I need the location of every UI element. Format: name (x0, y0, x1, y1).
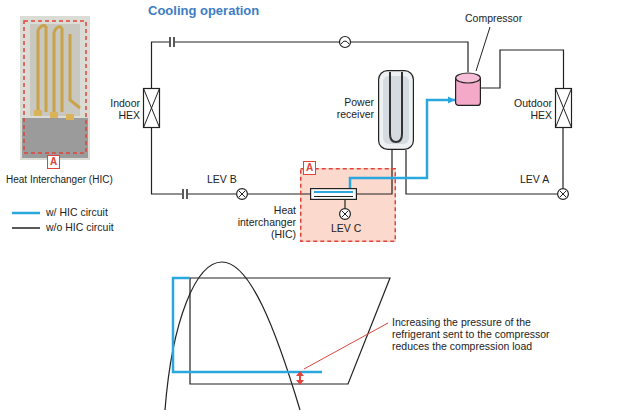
compressor-symbol (455, 72, 481, 106)
component-label: LEV A (520, 173, 549, 185)
expansion-valve: LEV B (205, 172, 255, 202)
hex-symbol (555, 88, 572, 128)
diagram-title: Cooling operation (148, 4, 259, 19)
pipe-connector (563, 128, 564, 188)
photo-fittings (34, 110, 74, 120)
pipe-connector (345, 200, 346, 208)
photo-ground (20, 16, 90, 160)
saturation-dome (165, 262, 300, 410)
legend-sample (12, 227, 40, 229)
flare-joint (182, 189, 188, 199)
photo-pipes (38, 26, 80, 113)
expansion-valve: LEV C (338, 208, 378, 236)
lev-symbol (339, 208, 351, 220)
pipe-connector (406, 150, 557, 194)
component-label: Heat interchanger (HIC) (232, 204, 296, 240)
leader-line (476, 27, 490, 71)
hex-symbol (143, 88, 160, 128)
lev-symbol (236, 188, 248, 200)
component-label: Indoor HEX (100, 97, 140, 121)
four-way-valve (340, 37, 351, 48)
compressor: Compressor (450, 10, 530, 110)
cycle-without-hic (190, 278, 390, 384)
component-label: Outdoor HEX (500, 97, 552, 121)
legend-label: w/ HIC circuit (46, 206, 108, 218)
pressure-arrow (296, 371, 304, 385)
pipe-connector (357, 150, 392, 194)
photo-base (22, 118, 88, 158)
legend-sample (12, 212, 40, 215)
heat-exchanger: Outdoor HEX (500, 86, 575, 130)
callout-letter: A (47, 155, 60, 169)
pipe-connector (481, 50, 564, 88)
photo-panel (30, 24, 80, 116)
receiver-symbol (378, 70, 414, 150)
component-label: LEV C (331, 222, 361, 234)
highlight-region: AHeat interchanger (HIC)LEV C (300, 168, 396, 242)
photo-frame (24, 21, 86, 153)
heat-interchanger: Heat interchanger (HIC) (310, 188, 357, 200)
photo-caption: Heat Interchanger (HIC) (6, 174, 113, 186)
callout-letter: A (303, 161, 316, 175)
lev-symbol (557, 188, 569, 200)
heat-exchanger: Indoor HEX (100, 86, 162, 130)
pipe-connector (152, 128, 237, 194)
pipe-connector (152, 42, 469, 88)
flare-joint (169, 37, 175, 47)
cycle-with-hic (173, 278, 322, 372)
component-label: Compressor (465, 12, 522, 24)
power-receiver: Power receiver (310, 66, 418, 154)
component-label: Power receiver (312, 96, 374, 120)
annotation-note: Increasing the pressure of the refrigera… (392, 316, 574, 352)
hic-symbol (310, 188, 357, 200)
legend-label: w/o HIC circuit (46, 221, 114, 233)
leader-line (304, 323, 388, 369)
expansion-valve: LEV A (518, 172, 572, 202)
component-label: LEV B (207, 173, 237, 185)
